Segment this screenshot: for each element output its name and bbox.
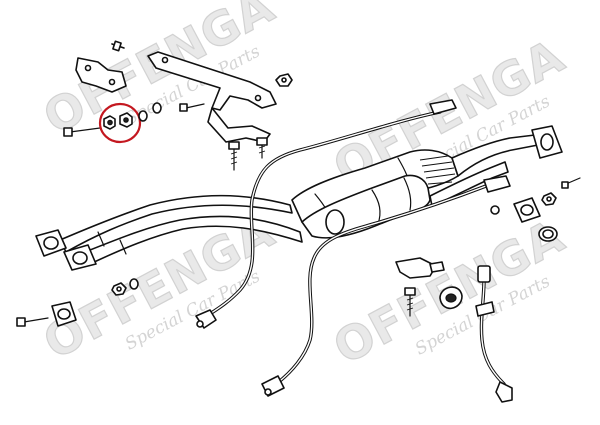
front-flange-upper — [35, 229, 67, 257]
mount-bracket — [395, 257, 445, 279]
o2-sensor-cable-lower — [261, 175, 511, 397]
gasket-right-upper — [513, 197, 541, 223]
o2-sensor-cable-upper — [195, 99, 457, 329]
gasket-left-lower — [51, 301, 77, 327]
clamp-ring-right — [538, 226, 558, 242]
rubber-hanger — [439, 286, 463, 310]
washer-right-of-highlight — [138, 110, 148, 122]
bolt-vertical-right — [256, 137, 268, 159]
small-plug-right — [490, 205, 500, 215]
stud-center — [179, 103, 205, 112]
front-flange-lower — [63, 244, 97, 271]
highlight-ring — [98, 102, 142, 144]
nut-left-small — [111, 282, 127, 296]
rear-flange — [531, 125, 563, 159]
bolt-mount — [404, 287, 416, 317]
highlighted-nuts[interactable] — [98, 102, 142, 144]
watermark-brand: OFFENGA — [35, 0, 283, 145]
bolt-horizontal-left — [63, 127, 101, 137]
rear-o2-sensor — [475, 265, 513, 403]
front-pipes — [59, 194, 303, 265]
nut-right-small — [541, 192, 557, 206]
nut-top-center — [275, 73, 293, 87]
bracket-left — [75, 57, 127, 93]
small-washer-center — [152, 102, 162, 114]
bolt-right-top — [561, 177, 581, 189]
bolt-vertical-left — [228, 141, 240, 171]
washer-left-small — [129, 278, 139, 290]
bolt-top — [111, 40, 125, 52]
bolt-left-lower — [16, 317, 49, 327]
